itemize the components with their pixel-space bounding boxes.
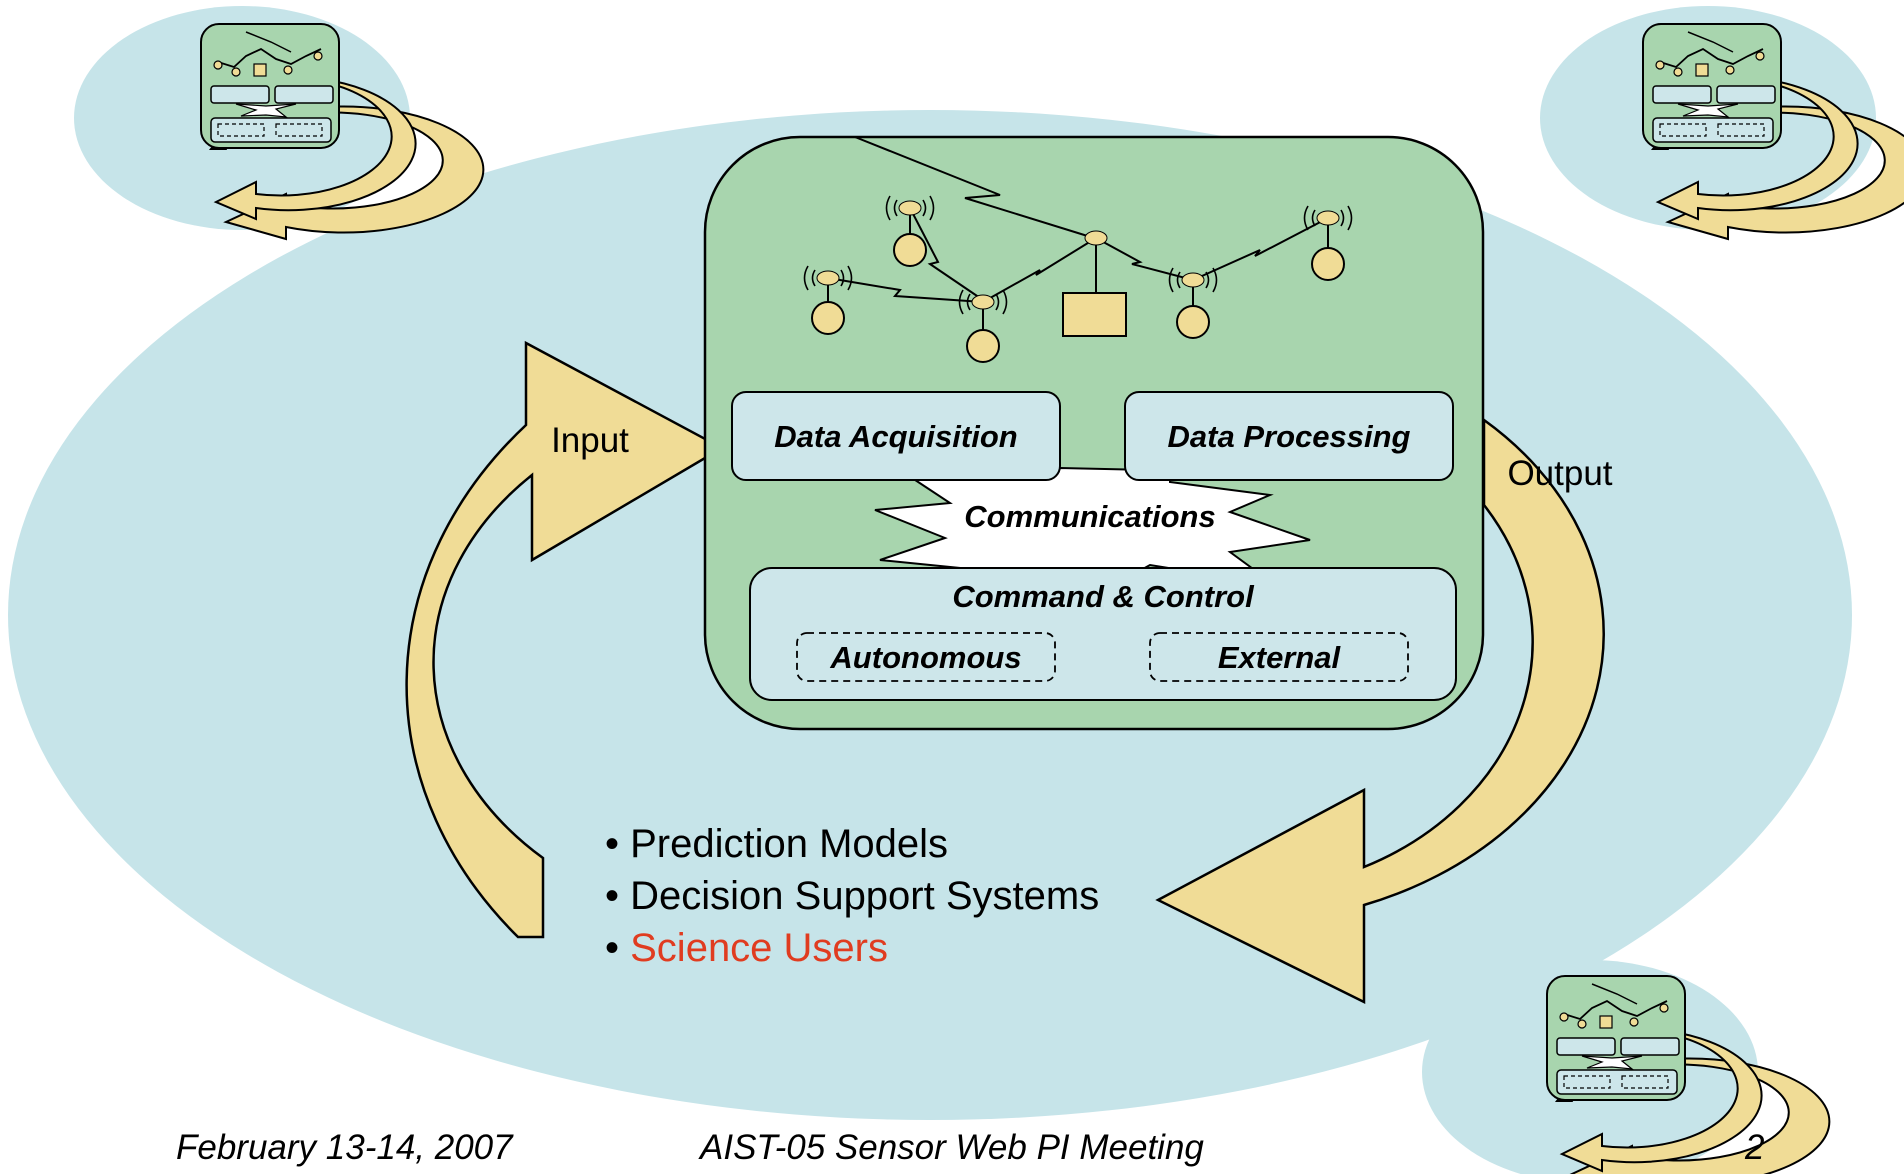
external-label: External bbox=[1218, 640, 1342, 675]
sensor-network bbox=[803, 136, 1353, 363]
communications-label: Communications bbox=[964, 499, 1215, 534]
data-acquisition-box: Data Acquisition bbox=[731, 391, 1061, 481]
input-label: Input bbox=[551, 421, 629, 460]
autonomous-label: Autonomous bbox=[829, 640, 1021, 675]
bullet-decision-support-systems: Decision Support Systems bbox=[605, 870, 1099, 922]
output-consumers-list: Prediction Models Decision Support Syste… bbox=[605, 818, 1099, 974]
footer-meeting-name: AIST-05 Sensor Web PI Meeting bbox=[700, 1128, 1204, 1167]
footer-date: February 13-14, 2007 bbox=[176, 1128, 513, 1167]
data-processing-label: Data Processing bbox=[1168, 419, 1411, 454]
output-label: Output bbox=[1507, 454, 1612, 493]
footer-page-number: 2 bbox=[1745, 1128, 1765, 1167]
bullet-prediction-models: Prediction Models bbox=[605, 818, 1099, 870]
command-control-label: Command & Control bbox=[952, 579, 1255, 614]
mini-sensor-node-top-right bbox=[1642, 3, 1904, 240]
data-processing-box: Data Processing bbox=[1124, 391, 1454, 481]
output-arrow bbox=[1155, 417, 1605, 1005]
bullet-science-users: Science Users bbox=[605, 922, 1099, 974]
input-arrow bbox=[405, 340, 725, 939]
command-control-box: Command & Control Autonomous External bbox=[749, 567, 1457, 701]
data-acquisition-label: Data Acquisition bbox=[774, 419, 1017, 454]
